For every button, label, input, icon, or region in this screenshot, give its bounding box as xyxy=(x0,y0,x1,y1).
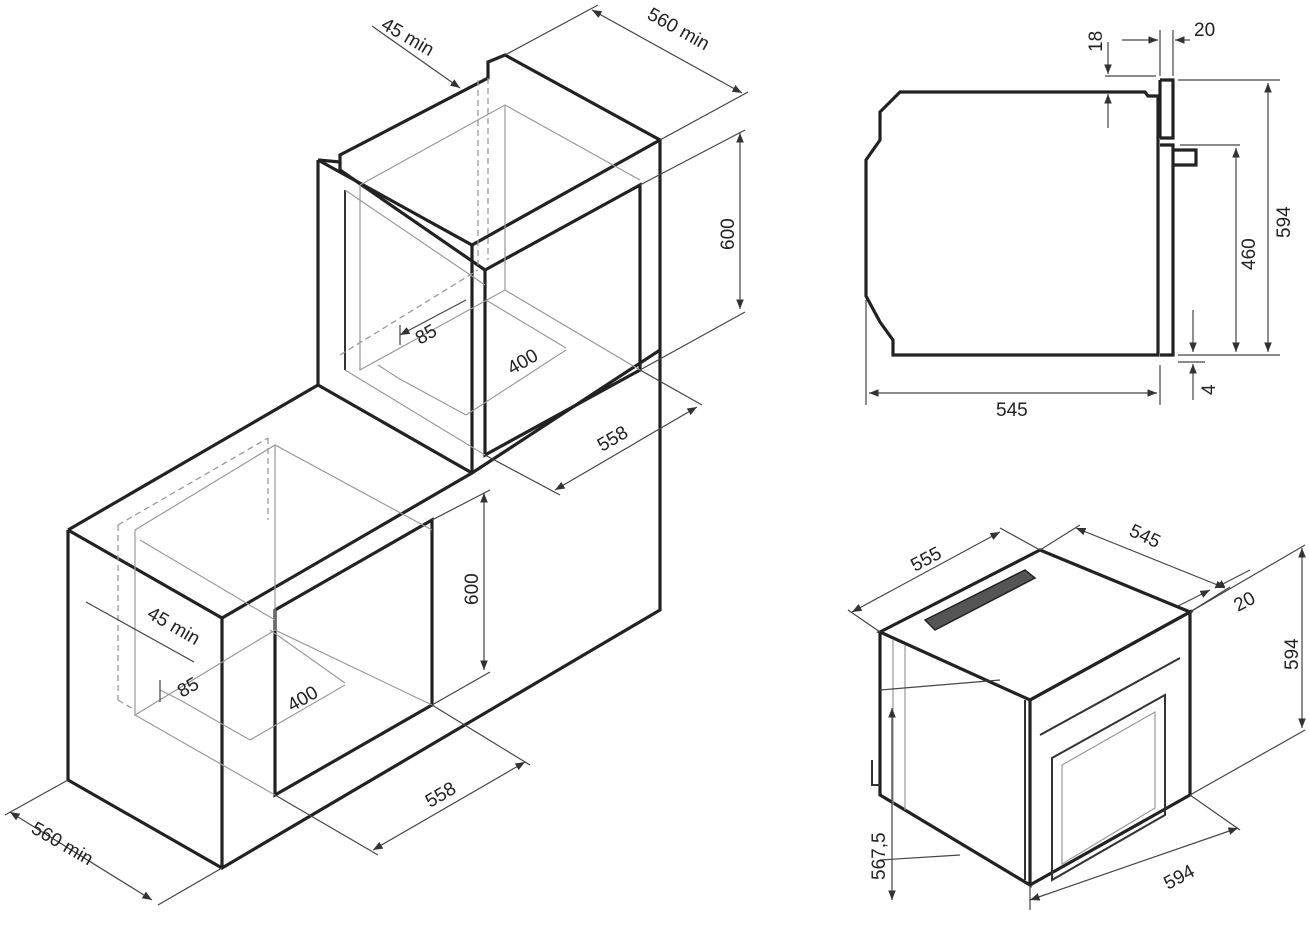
lower-vent-depth-label: 85 xyxy=(174,674,203,703)
oven-isometric-view: 555 545 20 594 567,5 594 xyxy=(847,520,1306,910)
upper-gap-label: 45 min xyxy=(378,14,438,61)
side-total-height-label: 594 xyxy=(1274,206,1295,238)
lower-vent-width-label: 400 xyxy=(284,682,322,716)
iso-height-label: 594 xyxy=(1282,638,1303,670)
upper-vent-depth-label: 85 xyxy=(412,321,441,350)
side-bottom-offset-label: 4 xyxy=(1199,384,1220,395)
iso-width-label: 555 xyxy=(907,543,945,576)
lower-gap-label: 45 min xyxy=(144,603,204,650)
side-top-offset-label: 18 xyxy=(1086,31,1107,52)
lower-depth-label: 558 xyxy=(422,778,460,812)
side-front-thickness-label: 20 xyxy=(1194,20,1215,41)
lower-height-label: 600 xyxy=(462,573,483,605)
side-depth-label: 545 xyxy=(996,400,1028,421)
upper-depth-label: 558 xyxy=(594,422,632,456)
upper-dimensions: 45 min 560 min 600 85 400 558 xyxy=(371,4,749,496)
upper-vent-width-label: 400 xyxy=(504,345,542,379)
upper-width-label: 560 min xyxy=(644,4,713,55)
side-door-height-label: 460 xyxy=(1239,238,1260,270)
iso-front-width-label: 594 xyxy=(1160,861,1198,895)
upper-cabinet xyxy=(316,53,662,475)
lower-width-label: 560 min xyxy=(28,818,97,870)
iso-body-height-label: 567,5 xyxy=(869,832,890,880)
iso-depth-label: 545 xyxy=(1126,520,1164,552)
iso-front-thickness-label: 20 xyxy=(1230,588,1259,616)
oven-side-view: 18 20 594 460 4 545 xyxy=(864,20,1295,421)
upper-height-label: 600 xyxy=(718,218,739,250)
